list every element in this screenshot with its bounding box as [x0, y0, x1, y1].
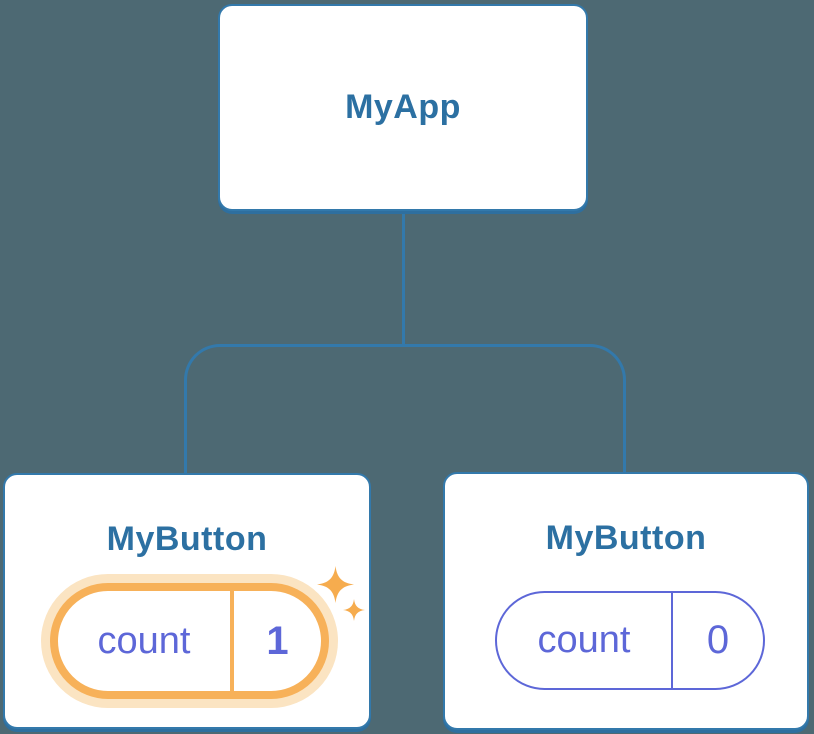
state-pill: count 0 — [495, 591, 765, 690]
node-mybutton-2: MyButton count 0 — [443, 472, 809, 730]
node-myapp: MyApp — [218, 4, 588, 211]
state-name: count — [537, 619, 631, 661]
state-pill-highlighted: count 1 — [50, 583, 329, 699]
node-mybutton-1: MyButton count 1 — [3, 473, 371, 729]
connector-branch — [184, 344, 626, 474]
state-value: 0 — [706, 618, 730, 662]
connector-root-stem — [402, 210, 405, 345]
node-myapp-label: MyApp — [345, 88, 461, 126]
pill-divider — [230, 591, 234, 691]
node-mybutton-1-label: MyButton — [106, 520, 268, 558]
state-name: count — [97, 619, 191, 662]
node-mybutton-2-label: MyButton — [545, 519, 707, 557]
state-value: 1 — [266, 618, 289, 663]
sparkle-icon-small — [343, 599, 365, 621]
sparkle-icon-large — [317, 566, 354, 603]
pill-divider — [671, 593, 673, 688]
